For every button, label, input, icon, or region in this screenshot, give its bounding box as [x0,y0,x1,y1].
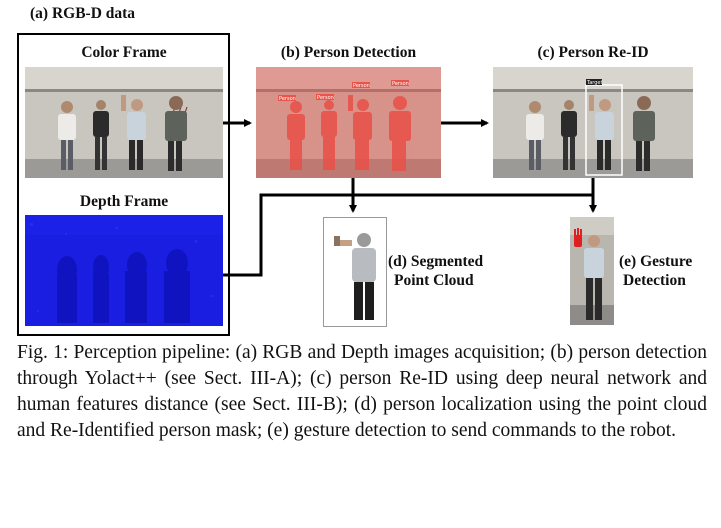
rgbd-title: (a) RGB-D data [30,5,136,22]
target-tag: Target [586,80,603,86]
person-tag: Person [392,81,409,87]
rgbd-box [17,33,230,336]
person-tag: Person [279,96,296,102]
color-frame-image [25,67,223,178]
pipeline-arrows [223,119,597,277]
detection-image: Person Person Person Person [256,67,441,178]
caption-text: Fig. 1: Perception pipeline: (a) RGB and… [17,342,707,441]
gesture-label-line2: Detection [623,272,686,289]
reid-image: Target [493,67,693,178]
depth-frame-image [25,215,223,326]
gesture-label-line1: (e) Gesture [619,253,693,270]
figure-caption: Fig. 1: Perception pipeline: (a) RGB and… [17,340,707,444]
person-tag: Person [353,83,370,89]
point-cloud-image [323,217,387,327]
segmented-label-line2: Point Cloud [394,272,474,289]
detection-title: (b) Person Detection [280,44,417,61]
segmented-label-line1: (d) Segmented [388,253,484,270]
depth-frame-label: Depth Frame [79,193,169,210]
person-tag: Person [317,95,334,101]
reid-title: (c) Person Re-ID [537,44,649,61]
gesture-image [570,217,614,325]
color-frame-label: Color Frame [81,44,167,61]
